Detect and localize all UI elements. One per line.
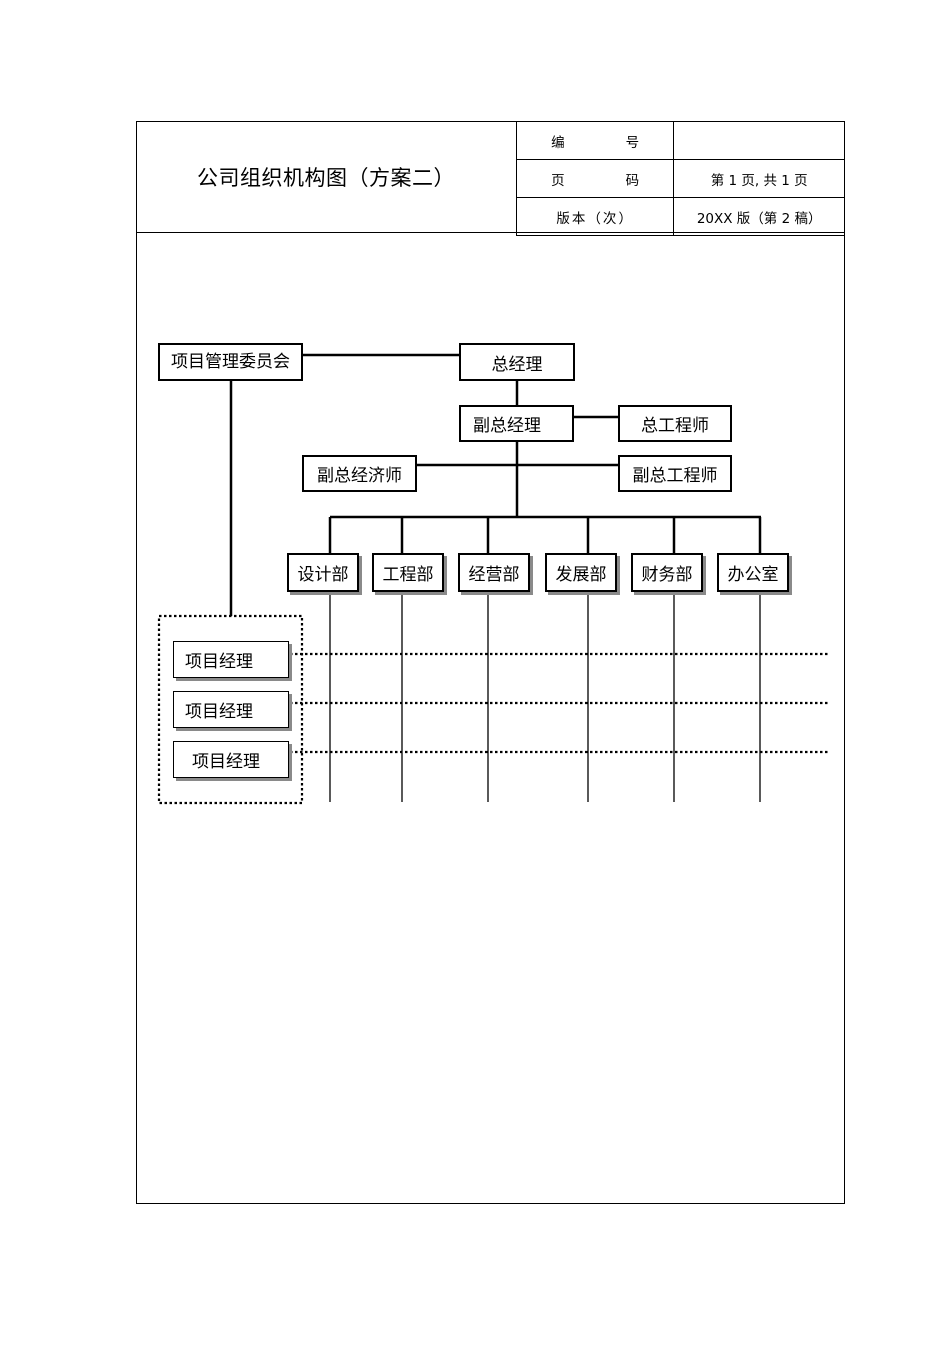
deputy-chief-engineer-box: 副总工程师 <box>618 455 732 492</box>
general-manager-box: 总经理 <box>459 343 575 381</box>
project-manager-box-1: 项目经理 <box>173 641 289 678</box>
department-box-engineering: 工程部 <box>372 553 444 592</box>
project-manager-box-2: 项目经理 <box>173 691 289 728</box>
version-value: 20XX 版（第 2 稿） <box>673 197 845 236</box>
deputy-gm-box: 副总经理 <box>459 405 574 442</box>
page-title: 公司组织机构图（方案二） <box>197 165 455 190</box>
committee-box: 项目管理委员会 <box>158 343 303 381</box>
department-box-finance: 财务部 <box>631 553 703 592</box>
page-label: 页 码 <box>515 159 675 198</box>
chief-engineer-box: 总工程师 <box>618 405 732 442</box>
department-box-operations: 经营部 <box>458 553 530 592</box>
header-divider <box>136 232 845 233</box>
department-box-design: 设计部 <box>287 553 359 592</box>
document-info-table: 编 号 页 码 第 1 页, 共 1 页 版本（次） 20XX 版（第 2 稿） <box>515 121 845 236</box>
version-label: 版本（次） <box>515 197 675 236</box>
department-box-development: 发展部 <box>545 553 617 592</box>
row-version: 版本（次） 20XX 版（第 2 稿） <box>515 197 845 236</box>
project-managers-group-border <box>157 614 304 805</box>
department-box-office: 办公室 <box>717 553 789 592</box>
number-value <box>673 121 845 160</box>
row-number: 编 号 <box>515 121 845 160</box>
deputy-chief-economist-box: 副总经济师 <box>302 455 417 492</box>
project-manager-box-3: 项目经理 <box>173 741 289 778</box>
document-frame <box>136 121 845 1204</box>
